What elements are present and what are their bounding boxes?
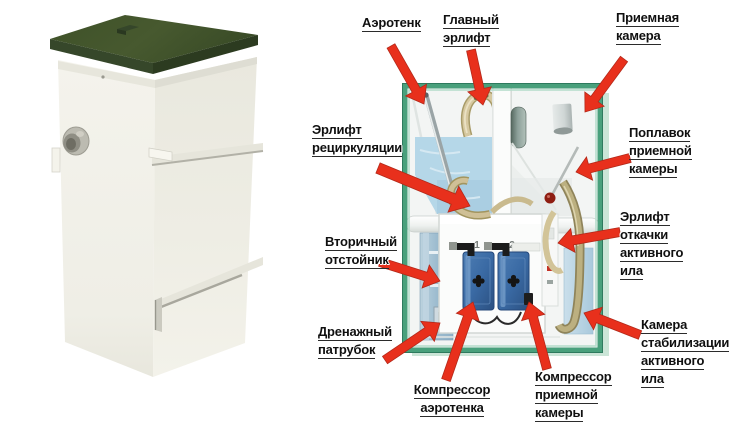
- compressor-2-knob: [507, 274, 520, 288]
- arrow-sludge-airlift: [557, 227, 622, 253]
- label-main-airlift: Главный эрлифт: [443, 13, 499, 49]
- label-line: ила: [641, 371, 664, 388]
- tank-body-right-face: [153, 57, 257, 377]
- label-line: активного: [620, 245, 684, 262]
- arrow-drain-pipe: [381, 320, 441, 365]
- label-line: Камера: [641, 317, 688, 334]
- elbow-connector-2: [484, 242, 492, 250]
- label-line: активного: [641, 353, 705, 370]
- label-line: камеры: [629, 161, 678, 178]
- panel-feed-pipe: [511, 242, 541, 252]
- tank-lid-edge-left: [50, 39, 153, 74]
- arrow-aerotank-compressor: [441, 301, 480, 383]
- lid-shadow-left: [58, 61, 155, 88]
- label-aerotank: Аэротенк: [362, 16, 421, 34]
- inlet-socket: [62, 126, 90, 156]
- label-aerotank-compressor: Компрессор аэротенка: [412, 383, 492, 419]
- label-line: Главный: [443, 12, 499, 29]
- label-line: Эрлифт: [620, 209, 670, 226]
- float-valve-highlight: [547, 195, 550, 198]
- label-sludge-airlift: Эрлифт откачки активного ила: [620, 210, 683, 282]
- settler-mark-1: [429, 251, 438, 254]
- tank-body-left-face: [58, 60, 155, 377]
- tank-section-frame: [402, 83, 603, 353]
- label-stabilization-chamber: Камера стабилизации активного ила: [641, 318, 729, 390]
- label-line: отстойник: [325, 252, 389, 269]
- tank-photo: [50, 15, 264, 377]
- label-line: Вторичный: [325, 234, 397, 251]
- label-line: приемной: [629, 143, 692, 160]
- label-line: Поплавок: [629, 125, 691, 142]
- label-line: рециркуляции: [312, 140, 403, 157]
- float-valve-knob: [544, 192, 556, 204]
- label-secondary-settler: Вторичный отстойник: [325, 235, 397, 271]
- connector-box: [524, 293, 533, 305]
- arrow-recirculation-airlift: [375, 162, 471, 213]
- compressor-1: [462, 251, 495, 311]
- label-line: Аэротенк: [362, 15, 421, 32]
- arrow-aerotank: [386, 43, 427, 105]
- compressor-box-rim: [440, 215, 544, 224]
- arrow-secondary-settler: [378, 257, 441, 289]
- label-drain-pipe: Дренажный патрубок: [318, 325, 392, 361]
- sludge-hose-short: [542, 210, 564, 274]
- partition-pipe: [492, 88, 512, 218]
- label-line: эрлифт: [443, 30, 491, 47]
- compressor-2: [497, 251, 530, 311]
- label-line: Приемная: [616, 10, 680, 27]
- settler-mark-2: [430, 284, 441, 287]
- elbow-connector-1: [449, 242, 457, 250]
- label-line: приемной: [535, 387, 598, 404]
- label-line: откачки: [620, 227, 669, 244]
- tank-lid-edge-right: [153, 35, 258, 74]
- label-line: ила: [620, 263, 643, 280]
- frame-inner-highlight: [408, 89, 597, 347]
- body-rivet: [101, 75, 105, 79]
- tank-lid-vent-edge: [117, 29, 126, 35]
- ridge-lower: [154, 257, 263, 332]
- label-receiving-float: Поплавок приемной камеры: [629, 126, 692, 180]
- label-receiving-compressor: Компрессор приемной камеры: [535, 370, 612, 424]
- tank-lid: [50, 15, 258, 63]
- label-line: Компрессор: [413, 382, 491, 399]
- ridge-upper: [148, 143, 264, 166]
- side-tab: [51, 147, 61, 173]
- callout-arrows: [375, 43, 643, 383]
- arrow-stabilization-chamber: [583, 306, 643, 340]
- receiving-float-cylinder: [552, 103, 573, 135]
- float-rod: [550, 146, 580, 196]
- label-line: стабилизации: [641, 335, 730, 352]
- label-line: камера: [616, 28, 661, 45]
- label-line: камеры: [535, 405, 584, 422]
- arrow-main-airlift: [466, 48, 492, 106]
- distribution-cylinder: [510, 106, 527, 149]
- lid-shadow-right: [155, 57, 257, 88]
- compressor-number-1: 1: [474, 240, 480, 251]
- label-line: Дренажный: [318, 324, 392, 341]
- elbow-fitting-1: [457, 243, 475, 256]
- tank-section-diagram: 1 2: [402, 83, 609, 356]
- label-recirculation-airlift: Эрлифт рециркуляции: [312, 123, 402, 159]
- label-line: патрубок: [318, 342, 376, 359]
- label-line: Эрлифт: [312, 122, 362, 139]
- label-line: аэротенка: [420, 400, 484, 417]
- label-receiving-chamber: Приемная камера: [616, 11, 679, 47]
- label-line: Компрессор: [535, 369, 612, 386]
- frame-outer-line: [402, 83, 603, 353]
- arrow-receiving-compressor: [520, 301, 552, 371]
- arrow-receiving-float: [575, 153, 632, 181]
- compressor-1-knob: [472, 274, 485, 288]
- arrow-receiving-chamber: [584, 55, 629, 113]
- tank-lid-vent: [117, 25, 139, 31]
- elbow-fitting-2: [492, 243, 510, 256]
